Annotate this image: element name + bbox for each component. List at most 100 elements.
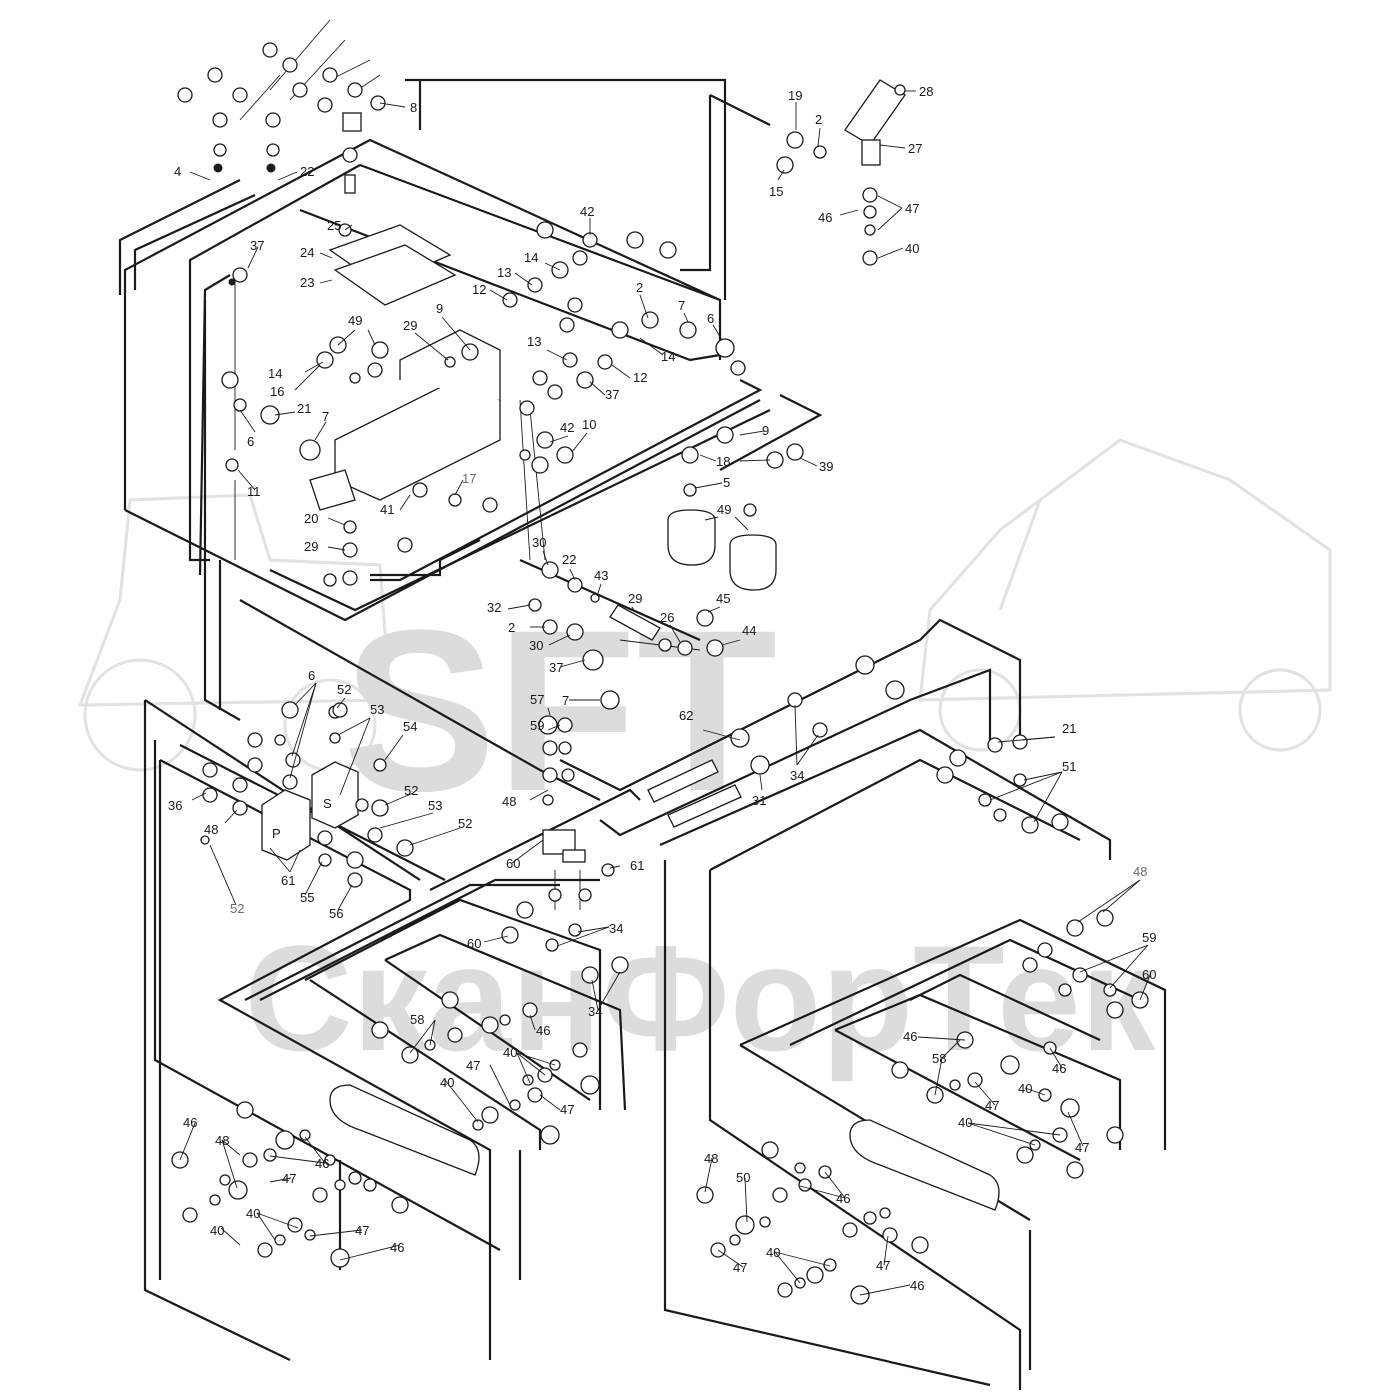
callout-label: 14 <box>661 349 675 364</box>
callout-label: 47 <box>1075 1140 1089 1155</box>
callout-label: 2 <box>636 280 643 295</box>
callout-label: 37 <box>549 660 563 675</box>
callout-label: 28 <box>919 84 933 99</box>
valve-block-s-label: S <box>323 796 332 811</box>
callout-label: 8 <box>410 100 417 115</box>
callout-label: 40 <box>440 1075 454 1090</box>
accumulators <box>667 509 777 591</box>
callout-label: 40 <box>1018 1081 1032 1096</box>
callout-label: 47 <box>282 1171 296 1186</box>
callout-label: 58 <box>932 1051 946 1066</box>
callout-label: 2 <box>508 620 515 635</box>
callout-label: 6 <box>308 668 315 683</box>
callout-label: 46 <box>390 1240 404 1255</box>
callout-label: 50 <box>736 1170 750 1185</box>
callout-label: 10 <box>582 417 596 432</box>
callout-label: 46 <box>1052 1061 1066 1076</box>
callout-label: 42 <box>580 204 594 219</box>
callout-label: 48 <box>704 1151 718 1166</box>
callout-label: 55 <box>300 890 314 905</box>
callout-label: 56 <box>329 906 343 921</box>
callout-label: 30 <box>529 638 543 653</box>
pedal-assembly <box>844 79 906 166</box>
callout-label: 47 <box>355 1223 369 1238</box>
callout-label: 15 <box>769 184 783 199</box>
callout-label: 60 <box>467 936 481 951</box>
callout-label: 19 <box>788 88 802 103</box>
callout-label: 45 <box>716 591 730 606</box>
callout-label: 51 <box>1062 759 1076 774</box>
callout-label: 61 <box>630 858 644 873</box>
callout-label: 43 <box>594 568 608 583</box>
callout-label: 46 <box>536 1023 550 1038</box>
callout-label: 14 <box>268 366 282 381</box>
callout-label: 40 <box>210 1223 224 1238</box>
callout-label: 30 <box>532 535 546 550</box>
fittings <box>171 42 1149 1305</box>
callout-label: 48 <box>502 794 516 809</box>
callout-label: 47 <box>733 1260 747 1275</box>
callout-label: 12 <box>633 370 647 385</box>
callout-label: 9 <box>762 423 769 438</box>
callout-label: 58 <box>410 1012 424 1027</box>
callout-label: 29 <box>304 539 318 554</box>
callout-label: 7 <box>678 298 685 313</box>
callout-label: 25 <box>327 218 341 233</box>
dark-parts <box>213 163 276 286</box>
callout-label: 40 <box>766 1245 780 1260</box>
callout-label: 49 <box>348 313 362 328</box>
callout-label: 46 <box>836 1191 850 1206</box>
callout-label: 53 <box>428 798 442 813</box>
valve-block-p-label: P <box>272 826 281 841</box>
callout-label: 60 <box>1142 967 1156 982</box>
callout-label: 17 <box>462 471 476 486</box>
callout-label: 22 <box>562 552 576 567</box>
callout-label: 52 <box>230 901 244 916</box>
callout-label: 46 <box>818 210 832 225</box>
callout-label: 18 <box>716 454 730 469</box>
callout-label: 34 <box>588 1004 602 1019</box>
thin-lines <box>234 19 701 910</box>
callout-label: 46 <box>903 1029 917 1044</box>
callout-label: 16 <box>270 384 284 399</box>
callout-label: 40 <box>958 1115 972 1130</box>
callout-label: 34 <box>790 768 804 783</box>
callout-label: 20 <box>304 511 318 526</box>
callout-label: 9 <box>436 301 443 316</box>
callout-label: 47 <box>905 201 919 216</box>
leader-lines <box>179 90 1151 1296</box>
callout-label: 22 <box>300 164 314 179</box>
callout-label: 48 <box>1133 864 1147 879</box>
callout-label: 40 <box>503 1045 517 1060</box>
callout-label: 12 <box>472 282 486 297</box>
callout-label: 11 <box>247 484 261 499</box>
callout-label: 47 <box>466 1058 480 1073</box>
callout-label: 48 <box>215 1133 229 1148</box>
callout-label: 31 <box>752 793 766 808</box>
callout-label: 61 <box>281 873 295 888</box>
callout-label: 14 <box>524 250 538 265</box>
callout-label: 34 <box>609 921 623 936</box>
callout-label: 13 <box>497 265 511 280</box>
callout-label: 13 <box>527 334 541 349</box>
callout-label: 54 <box>403 719 417 734</box>
callout-label: 40 <box>246 1206 260 1221</box>
callout-label: 59 <box>1142 930 1156 945</box>
callout-label: 39 <box>819 459 833 474</box>
callout-label: 49 <box>717 502 731 517</box>
callout-label: 21 <box>1062 721 1076 736</box>
callout-label: 48 <box>204 822 218 837</box>
callout-label: 29 <box>628 591 642 606</box>
callout-label: 52 <box>404 783 418 798</box>
callout-label: 29 <box>403 318 417 333</box>
callout-label: 59 <box>530 718 544 733</box>
callout-label: 60 <box>506 856 520 871</box>
callout-label: 47 <box>560 1102 574 1117</box>
callout-label: 46 <box>315 1156 329 1171</box>
callout-label: 44 <box>742 623 756 638</box>
callout-label: 27 <box>908 141 922 156</box>
